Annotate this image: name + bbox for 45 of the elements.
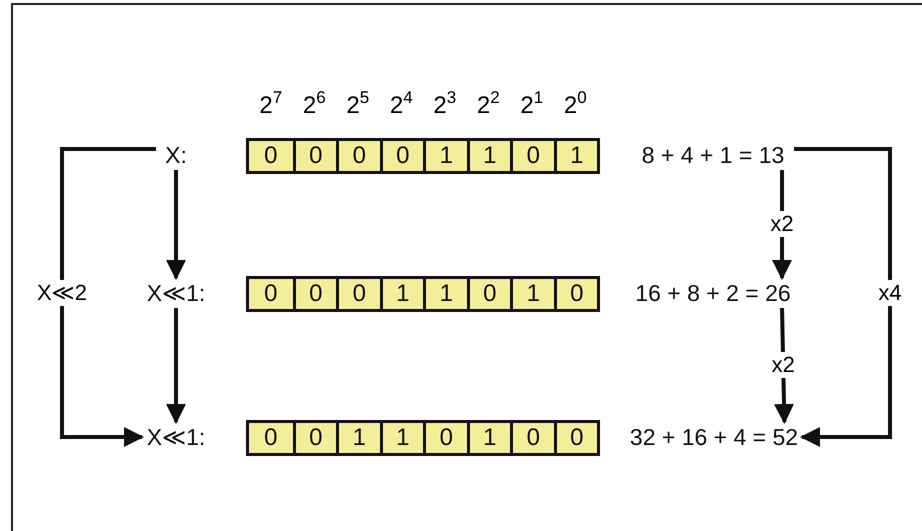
bit-cell: 0 [336, 141, 380, 171]
register-box [246, 276, 600, 312]
bit-cell: 1 [466, 141, 510, 171]
bit-cell-text: 0 [263, 141, 278, 171]
bit-cell: 1 [466, 423, 510, 453]
bit-weight-label: 2$^{6}$ [302, 88, 326, 120]
bit-cell-text: 0 [263, 423, 278, 453]
bit-cell: 1 [380, 279, 423, 309]
bit-cell: 0 [292, 423, 336, 453]
bit-cell: 0 [336, 279, 380, 309]
bit-cell-text: 0 [263, 279, 278, 309]
bit-weight-label: 2$^{5}$ [346, 88, 370, 120]
bit-cell: 0 [380, 141, 423, 171]
bit-cell: 0 [510, 141, 554, 171]
bit-weight-label: 2$^{3}$ [433, 88, 456, 120]
bit-cell: 1 [554, 141, 597, 171]
expression-text: X≪1: [142, 422, 210, 452]
bit-cell: 0 [510, 423, 554, 453]
bit-cell: 0 [292, 141, 336, 171]
bit-weight-label: 2$^{7}$ [259, 88, 282, 120]
edge-label: x4 [876, 280, 904, 306]
register-box [246, 420, 600, 456]
expression-text: 32 + 16 + 4 = 52 [626, 422, 802, 452]
bit-cell: 0 [554, 423, 597, 453]
bit-cell: 1 [423, 141, 466, 171]
bit-weight-label: 2$^{0}$ [564, 88, 587, 120]
bit-cell: 1 [423, 279, 466, 309]
bit-cell: 1 [336, 423, 380, 453]
bit-cell: 0 [292, 279, 336, 309]
edge-label: X≪2 [35, 280, 89, 306]
bit-weight-label: 2$^{2}$ [476, 88, 500, 120]
bit-weight-label: 2$^{1}$ [520, 88, 544, 120]
expression-text: 8 + 4 + 1 = 13 [632, 140, 794, 170]
bit-cell: 1 [510, 279, 554, 309]
bit-cell: 1 [380, 423, 423, 453]
bit-weight-label: 2$^{4}$ [390, 88, 413, 120]
expression-text: X: [156, 140, 196, 170]
bit-cell: 0 [423, 423, 466, 453]
register-box [246, 138, 600, 174]
expression-text: 16 + 8 + 2 = 26 [628, 278, 798, 308]
expression-text: X≪1: [142, 278, 210, 308]
bit-cell: 0 [466, 279, 510, 309]
bit-cell: 0 [554, 279, 597, 309]
edge-label: x2 [768, 211, 796, 237]
edge-label: x2 [770, 352, 797, 378]
